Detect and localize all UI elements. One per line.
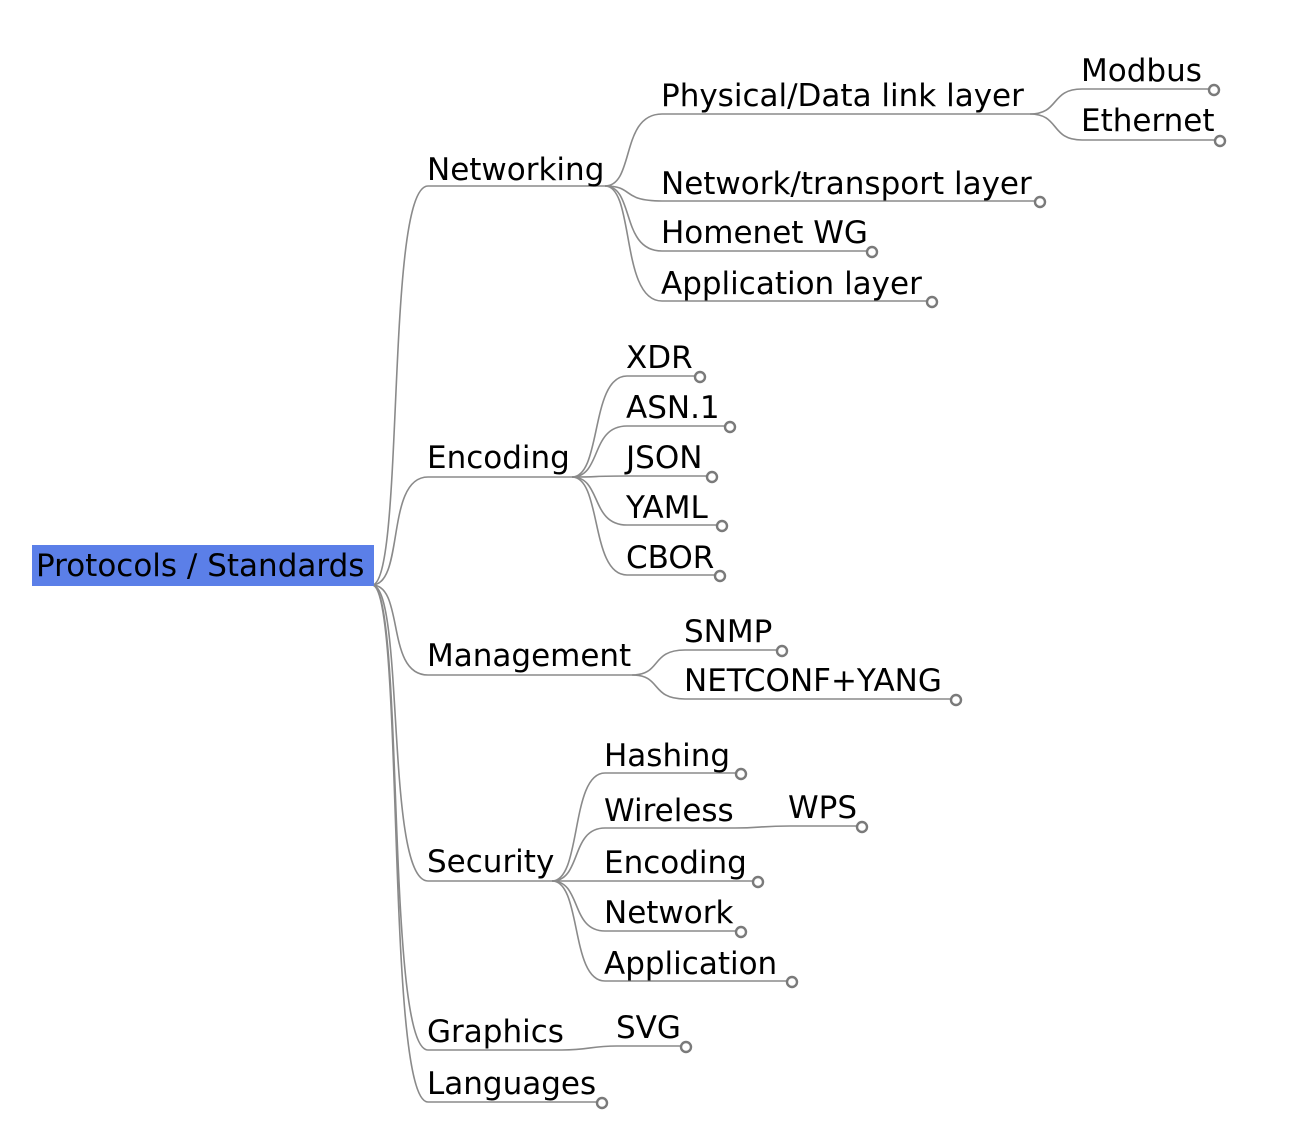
toggle-network-transport-layer[interactable] <box>1033 195 1047 209</box>
collapse-toggles <box>595 83 1227 1110</box>
node-cbor[interactable]: CBOR <box>626 540 714 576</box>
node-netconf-yang[interactable]: NETCONF+YANG <box>684 663 942 699</box>
node-hashing[interactable]: Hashing <box>604 738 730 774</box>
node-asn1[interactable]: ASN.1 <box>626 390 720 426</box>
node-network-transport-layer[interactable]: Network/transport layer <box>661 166 1032 202</box>
toggle-application-layer[interactable] <box>925 295 939 309</box>
root-label: Protocols / Standards <box>36 548 364 584</box>
toggle-netconf-yang[interactable] <box>949 693 963 707</box>
toggle-hashing[interactable] <box>734 767 748 781</box>
node-yaml[interactable]: YAML <box>625 490 708 526</box>
node-graphics[interactable]: Graphics <box>427 1014 564 1050</box>
node-json[interactable]: JSON <box>624 440 702 476</box>
toggle-wps[interactable] <box>855 820 869 834</box>
node-security-network[interactable]: Network <box>604 895 733 931</box>
toggle-languages[interactable] <box>595 1096 609 1110</box>
root-highlight <box>32 545 374 586</box>
toggle-modbus[interactable] <box>1207 83 1221 97</box>
node-modbus[interactable]: Modbus <box>1081 53 1202 89</box>
underlines <box>428 88 1216 1103</box>
node-snmp[interactable]: SNMP <box>684 614 772 650</box>
root-node[interactable]: Protocols / Standards <box>32 545 374 586</box>
toggle-json[interactable] <box>705 470 719 484</box>
node-svg[interactable]: SVG <box>616 1010 681 1046</box>
node-encoding[interactable]: Encoding <box>427 440 570 476</box>
node-languages[interactable]: Languages <box>427 1066 596 1102</box>
edges <box>371 88 1083 1103</box>
toggle-yaml[interactable] <box>715 519 729 533</box>
toggle-security-network[interactable] <box>734 925 748 939</box>
toggle-ethernet[interactable] <box>1213 134 1227 148</box>
node-physical-data-link-layer[interactable]: Physical/Data link layer <box>661 78 1024 114</box>
node-management[interactable]: Management <box>427 638 631 674</box>
node-ethernet[interactable]: Ethernet <box>1081 103 1215 139</box>
node-wps[interactable]: WPS <box>788 790 857 826</box>
toggle-homenet-wg[interactable] <box>865 245 879 259</box>
node-xdr[interactable]: XDR <box>626 340 693 376</box>
node-security-encoding[interactable]: Encoding <box>604 845 747 881</box>
node-homenet-wg[interactable]: Homenet WG <box>661 215 868 251</box>
toggle-xdr[interactable] <box>693 370 707 384</box>
toggle-snmp[interactable] <box>775 644 789 658</box>
node-application-layer[interactable]: Application layer <box>661 266 922 302</box>
node-security[interactable]: Security <box>427 844 554 880</box>
node-security-application[interactable]: Application <box>604 946 777 982</box>
toggle-security-encoding[interactable] <box>751 875 765 889</box>
toggle-asn1[interactable] <box>723 420 737 434</box>
toggle-svg[interactable] <box>679 1040 693 1054</box>
node-wireless[interactable]: Wireless <box>604 793 734 829</box>
toggle-cbor[interactable] <box>713 569 727 583</box>
node-networking[interactable]: Networking <box>427 152 604 188</box>
toggle-security-application[interactable] <box>785 975 799 989</box>
